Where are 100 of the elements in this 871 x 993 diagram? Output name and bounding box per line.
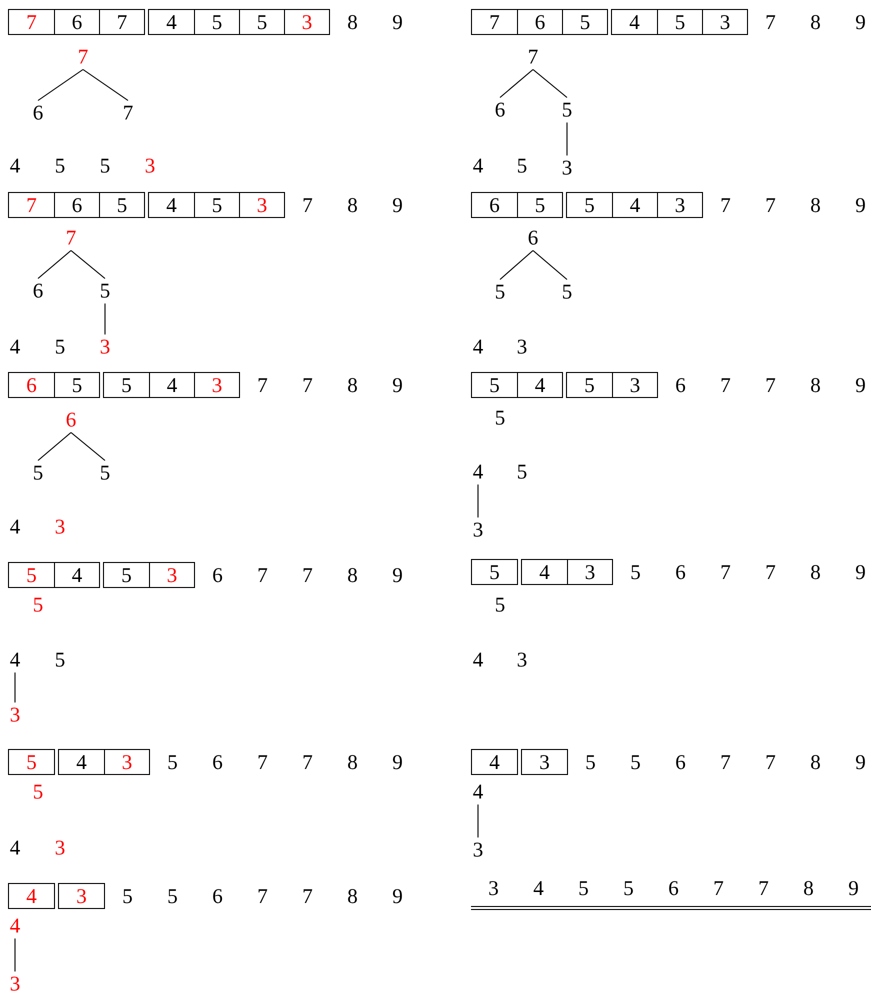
tree-node-number: 3 xyxy=(144,156,156,176)
tree-node-number: 5 xyxy=(32,782,44,802)
array-cell: 5 xyxy=(472,560,517,584)
array-cell: 4 xyxy=(149,373,194,397)
array-cell: 4 xyxy=(54,563,99,587)
tree-node-number: 5 xyxy=(494,282,506,302)
tree-edge xyxy=(532,250,568,280)
array-segment xyxy=(566,192,703,218)
array-cell: 6 xyxy=(54,193,99,217)
array-cell: 4 xyxy=(9,884,54,908)
array-segment xyxy=(471,372,563,398)
array-cell: 3 xyxy=(657,193,702,217)
array-cell: 7 xyxy=(99,10,144,34)
tree-edge xyxy=(38,432,72,461)
sorted-number: 6 xyxy=(674,752,687,772)
array-segment xyxy=(103,562,195,588)
tree-node-number: 7 xyxy=(66,228,76,248)
tree-node-number: 3 xyxy=(10,704,20,726)
array-cell: 5 xyxy=(104,563,149,587)
array-cell: 3 xyxy=(284,10,329,34)
tree-node-number: 3 xyxy=(472,840,484,860)
tree-node-number: 6 xyxy=(528,228,538,248)
array-segment xyxy=(471,192,563,218)
array-segment xyxy=(103,372,240,398)
sorted-number: 7 xyxy=(301,886,314,906)
array-cell: 5 xyxy=(567,193,612,217)
tree-node-number: 3 xyxy=(516,336,528,358)
array-cell: 3 xyxy=(702,10,747,34)
array-cell: 3 xyxy=(59,884,104,908)
sorted-number: 8 xyxy=(346,374,359,396)
array-cell: 3 xyxy=(239,193,284,217)
array-cell: 3 xyxy=(104,750,149,774)
tree-node-number: 4 xyxy=(472,782,484,802)
tree-node-number: 5 xyxy=(562,100,572,120)
sorted-number: 7 xyxy=(764,562,777,582)
sorted-number: 3 xyxy=(487,878,500,899)
array-segment xyxy=(8,562,100,588)
sorted-number: 8 xyxy=(809,374,822,396)
sorted-number: 6 xyxy=(674,374,687,396)
sorted-number: 9 xyxy=(391,752,404,772)
tree-node-number: 4 xyxy=(472,156,484,176)
tree-node-number: 5 xyxy=(54,156,66,176)
array-segment xyxy=(58,749,150,775)
array-cell: 5 xyxy=(657,10,702,34)
array-cell: 6 xyxy=(54,10,99,34)
array-cell: 6 xyxy=(9,373,54,397)
array-cell: 4 xyxy=(612,193,657,217)
tree-node-number: 6 xyxy=(32,280,44,302)
tree-node-number: 5 xyxy=(516,156,528,176)
sorted-number: 7 xyxy=(764,752,777,772)
array-segment xyxy=(8,192,145,218)
tree-edge xyxy=(500,250,534,280)
tree-node-number: 4 xyxy=(10,336,20,358)
sorted-number: 9 xyxy=(854,374,867,396)
tree-node-number: 4 xyxy=(10,916,20,936)
tree-node-number: 3 xyxy=(54,838,66,858)
tree-node-number: 4 xyxy=(10,838,20,858)
sorted-number: 9 xyxy=(391,12,404,32)
array-cell: 7 xyxy=(9,10,54,34)
array-cell: 4 xyxy=(149,193,194,217)
array-cell: 7 xyxy=(9,193,54,217)
tree-edge xyxy=(82,69,128,101)
array-cell: 5 xyxy=(54,373,99,397)
tree-node-number: 7 xyxy=(528,46,538,68)
array-cell: 3 xyxy=(149,563,194,587)
sorted-number: 9 xyxy=(854,752,867,772)
sorted-number: 9 xyxy=(847,878,860,899)
array-cell: 3 xyxy=(522,750,567,774)
sorted-number: 5 xyxy=(622,878,635,899)
tree-edge xyxy=(566,122,568,156)
tree-node-number: 4 xyxy=(10,650,20,670)
tree-node-number: 6 xyxy=(66,410,76,430)
sorted-number: 9 xyxy=(854,194,867,216)
array-cell: 4 xyxy=(522,560,567,584)
array-cell: 5 xyxy=(9,563,54,587)
sorted-number: 6 xyxy=(211,886,224,906)
sorted-number: 8 xyxy=(346,564,359,586)
tree-node-number: 4 xyxy=(472,336,484,358)
array-cell: 3 xyxy=(194,373,239,397)
tree-edge xyxy=(70,432,106,461)
sorted-number: 6 xyxy=(674,562,687,582)
tree-node-number: 5 xyxy=(100,462,110,484)
sorted-number: 7 xyxy=(301,752,314,772)
sorted-number: 7 xyxy=(719,752,732,772)
tree-edge xyxy=(14,672,16,703)
tree-node-number: 5 xyxy=(100,156,110,176)
sorted-number: 7 xyxy=(757,878,770,899)
array-cell: 5 xyxy=(239,10,284,34)
array-segment xyxy=(566,372,658,398)
sorted-number: 5 xyxy=(121,886,134,906)
sorted-number: 7 xyxy=(719,194,732,216)
tree-node-number: 6 xyxy=(494,100,506,120)
tree-node-number: 3 xyxy=(472,520,484,540)
sorted-number: 8 xyxy=(346,886,359,906)
tree-node-number: 5 xyxy=(494,594,506,616)
tree-node-number: 3 xyxy=(516,650,528,670)
tree-node-number: 3 xyxy=(562,158,572,178)
tree-node-number: 5 xyxy=(494,408,506,428)
array-segment xyxy=(148,192,285,218)
tree-edge xyxy=(70,250,106,279)
